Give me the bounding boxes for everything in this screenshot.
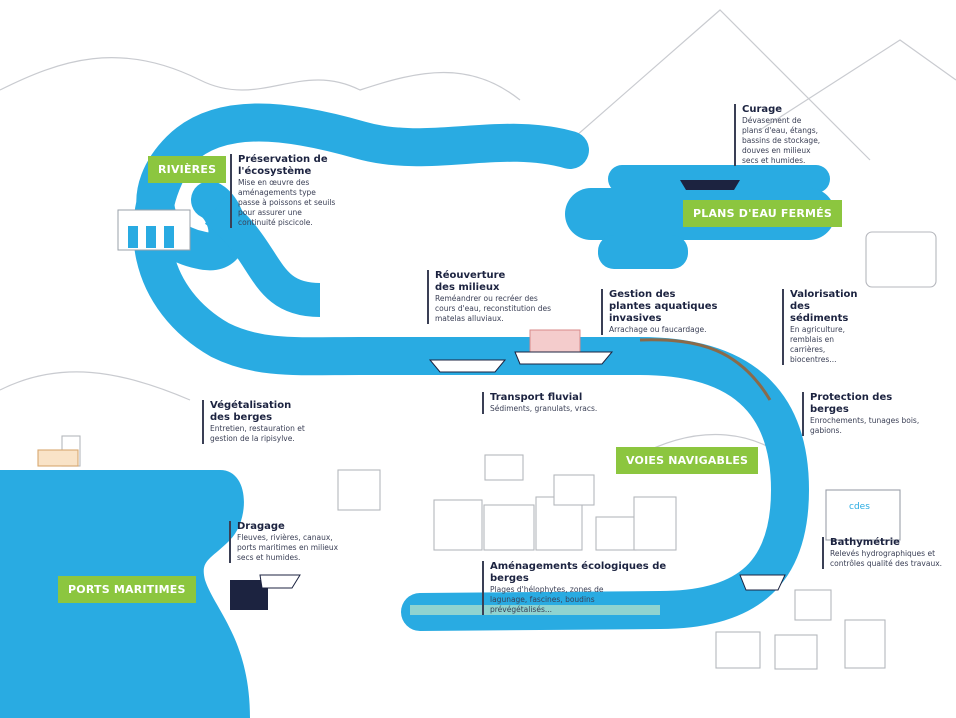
- tag-voies-navigables: VOIES NAVIGABLES: [616, 447, 759, 474]
- bank-fence: [639, 338, 772, 401]
- boats: [230, 180, 786, 610]
- river: [133, 103, 810, 631]
- tag-rivieres: RIVIÈRES: [148, 156, 227, 183]
- tag-plans-eau: PLANS D'EAU FERMÉS: [683, 200, 842, 227]
- block-plantes: Gestion des plantes aquatiques invasives…: [601, 289, 719, 335]
- buildings: [37, 231, 937, 670]
- cdes-logo: cdes: [849, 502, 870, 512]
- dam: [117, 209, 191, 251]
- tag-ports-maritimes: PORTS MARITIMES: [58, 576, 196, 603]
- reed-bed: [410, 605, 660, 615]
